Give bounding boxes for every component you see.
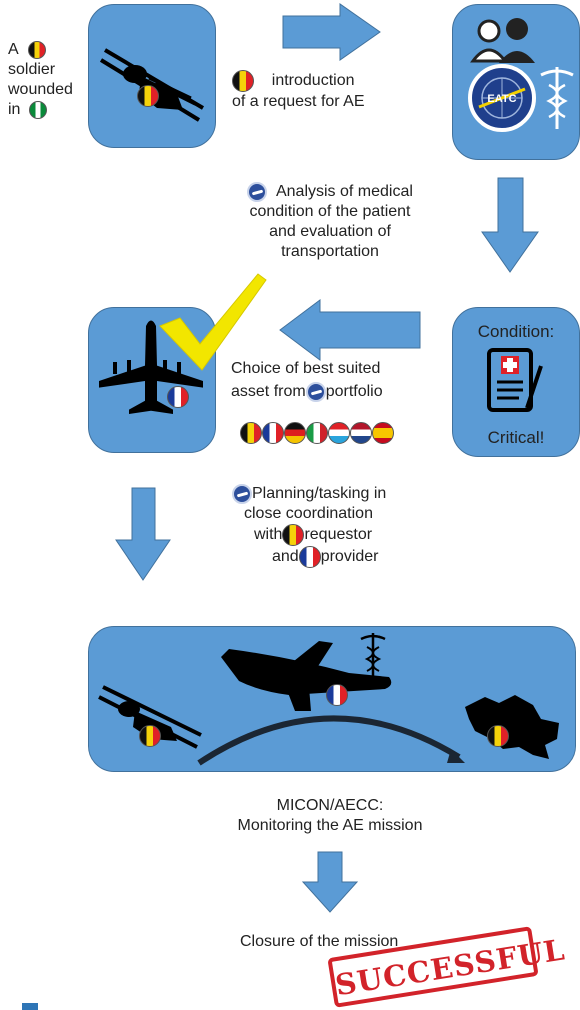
france-flag-icon xyxy=(167,386,189,408)
wounded-soldier-box xyxy=(88,4,216,148)
soldier-line-a: A xyxy=(8,40,86,60)
soldier-line-soldier: soldier xyxy=(8,61,56,78)
closure-text: Closure of the mission xyxy=(240,933,399,950)
eatc-icon xyxy=(247,182,268,202)
belgium-flag-icon xyxy=(240,422,262,444)
analysis-line-3: and evaluation of xyxy=(269,223,391,241)
eatc-medical-box: EATC xyxy=(452,4,580,160)
planning-line-2: close coordination xyxy=(244,505,373,523)
eatc-logo-icon: EATC xyxy=(468,64,536,132)
soldier-line-in: in xyxy=(8,100,86,120)
monitoring-text: MICON/AECC: Monitoring the AE mission xyxy=(190,796,470,836)
belgium-flag-icon xyxy=(27,40,46,59)
partner-flags-row xyxy=(240,422,394,444)
condition-title: Condition: xyxy=(477,322,555,341)
belgium-flag-icon xyxy=(137,85,159,107)
belgium-flag-icon xyxy=(139,725,161,747)
aircraft-asset-box xyxy=(88,307,216,453)
spain-flag-icon xyxy=(372,422,394,444)
curved-route-arrow xyxy=(197,715,461,766)
france-flag-icon xyxy=(298,546,321,569)
corner-marker xyxy=(22,1003,38,1010)
belgium-flag-icon xyxy=(487,725,509,747)
caduceus-icon xyxy=(540,67,574,129)
arrow-down-right-column xyxy=(481,177,539,273)
belgium-flag-icon xyxy=(232,70,254,92)
analysis-text: Analysis of medical condition of the pat… xyxy=(222,182,438,262)
mission-box xyxy=(88,626,576,772)
arrow-down-left-column xyxy=(115,487,171,581)
caduceus-icon xyxy=(360,633,386,677)
choice-line-1: Choice of best suited xyxy=(231,360,381,377)
condition-status: Critical! xyxy=(487,428,545,447)
introduction-text: introduction of a request for AE xyxy=(232,70,432,112)
medical-report-icon xyxy=(487,348,543,412)
arrow-right xyxy=(282,3,381,61)
belgium-map-icon xyxy=(465,695,559,759)
introduction-line-2: of a request for AE xyxy=(232,93,365,110)
checkmark-icon xyxy=(159,273,267,371)
luxembourg-flag-icon xyxy=(328,422,350,444)
eatc-icon xyxy=(232,484,252,504)
planning-line-1: Planning/tasking in xyxy=(232,484,462,504)
stretcher-soldier-icon xyxy=(99,48,205,122)
condition-box: Condition: Critical! xyxy=(452,307,580,457)
germany-flag-icon xyxy=(284,422,306,444)
belgium-flag-icon xyxy=(282,524,305,547)
monitoring-line-2: Monitoring the AE mission xyxy=(237,817,423,834)
mission-illustration xyxy=(98,633,559,766)
soldier-text: A soldier wounded in xyxy=(8,40,86,120)
analysis-line-1: Analysis of medical xyxy=(222,182,438,202)
monitoring-line-1: MICON/AECC: xyxy=(276,797,384,814)
eatc-logo-text: EATC xyxy=(487,93,516,105)
france-flag-icon xyxy=(262,422,284,444)
netherlands-flag-icon xyxy=(350,422,372,444)
italy-flag-icon xyxy=(306,422,328,444)
curved-route-arrowhead xyxy=(447,749,465,763)
aircraft-icon xyxy=(99,320,203,414)
eatc-icon xyxy=(305,382,326,402)
arrow-left xyxy=(279,299,421,361)
analysis-line-2: condition of the patient xyxy=(249,203,411,221)
planning-text: Planning/tasking in close coordination w… xyxy=(232,484,462,569)
introduction-line-1: introduction xyxy=(232,70,432,92)
analysis-line-4: transportation xyxy=(281,243,379,261)
arrow-down-bottom xyxy=(301,851,359,913)
soldier-line-wounded: wounded xyxy=(8,81,73,98)
transport-aircraft-icon xyxy=(221,641,392,711)
france-flag-icon xyxy=(326,684,348,706)
medical-staff-icon xyxy=(470,18,535,63)
nigeria-flag-icon xyxy=(29,100,48,119)
